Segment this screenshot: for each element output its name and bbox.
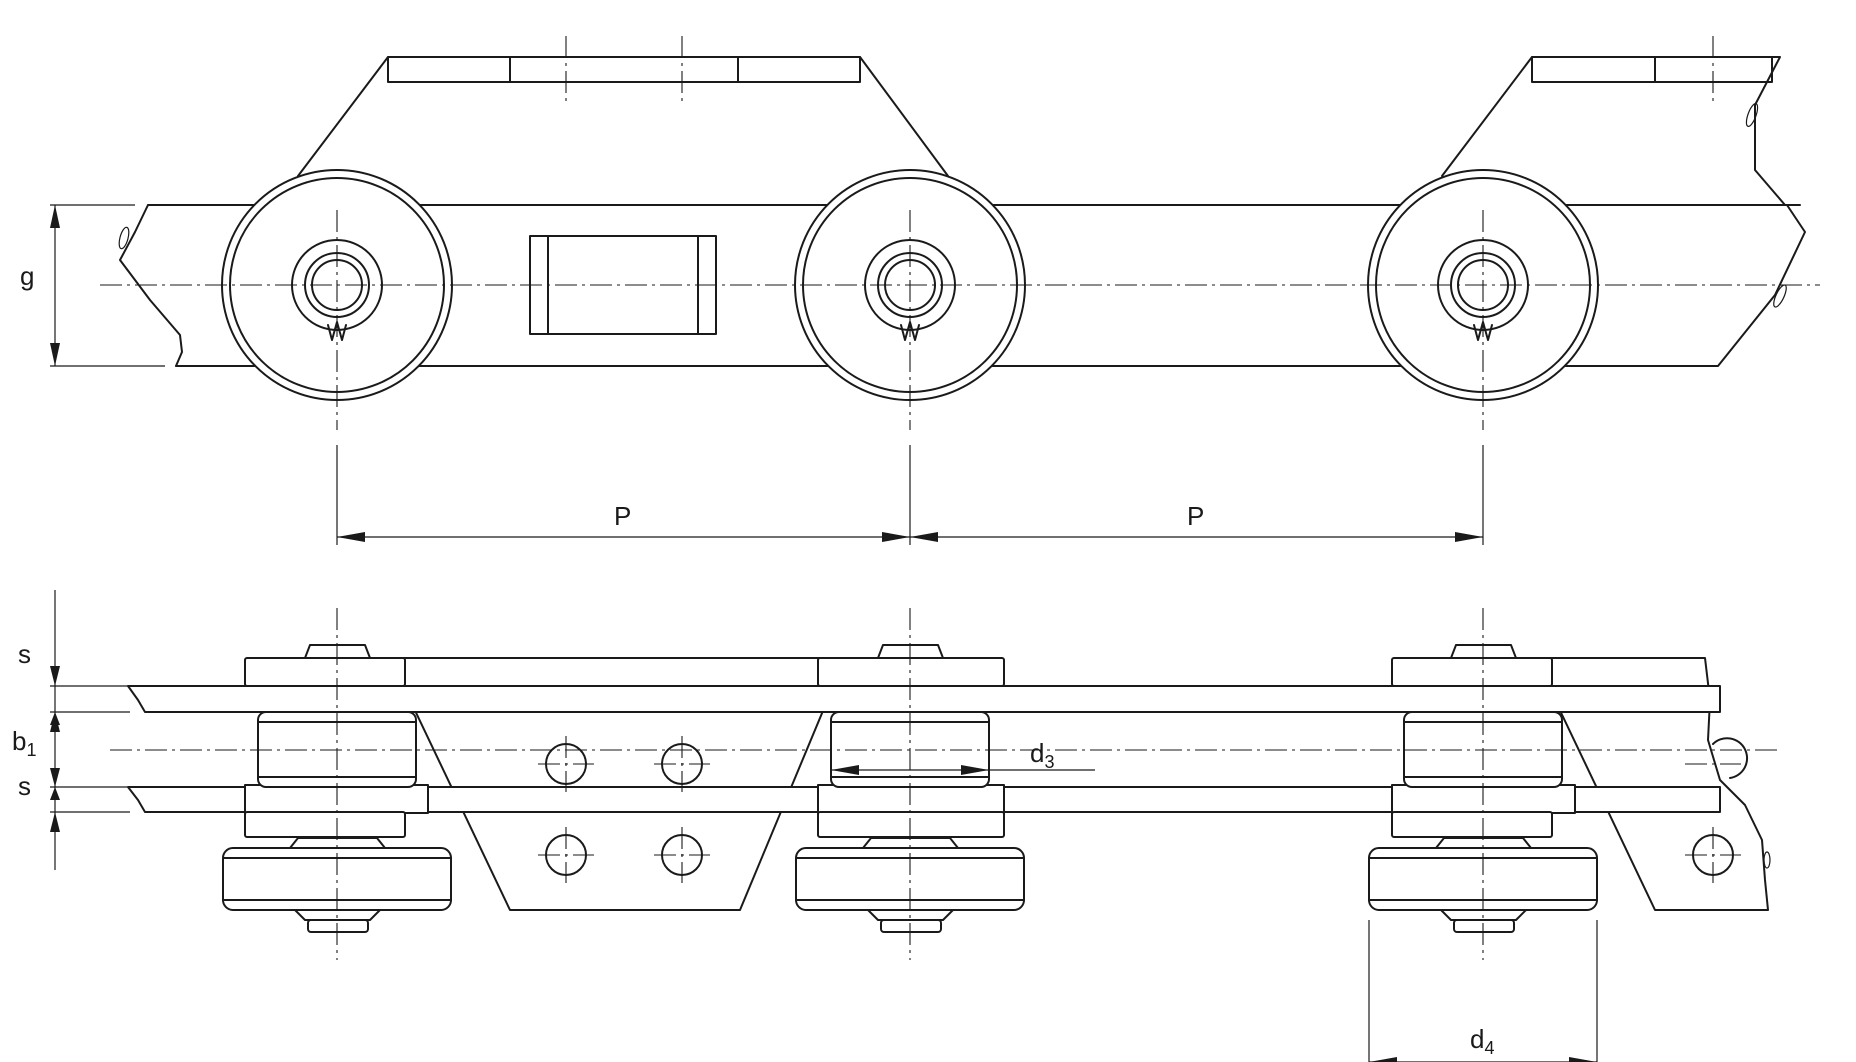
attachment-plate-left [297,56,949,177]
pin-flanges-lower [244,811,1553,838]
dimension-d4: d4 [1368,920,1598,1062]
side-view-centerlines [100,36,1820,430]
top-view: s b1 s d3 d4 [12,590,1780,1062]
label-pitch-right: P [1187,501,1204,531]
label-s-top: s [18,639,31,669]
side-view: g P P [20,36,1820,545]
dimension-s-b1-s: s b1 s [12,590,130,870]
dimension-g: g [20,204,165,367]
label-pitch-left: P [614,501,631,531]
label-s-bottom: s [18,771,31,801]
label-d3: d3 [1030,738,1054,772]
label-b1: b1 [12,726,36,760]
attachment-left-top-view [389,657,846,911]
label-g: g [20,261,34,291]
top-view-centerlines [110,608,1780,960]
dimension-d3: d3 [831,738,1095,775]
label-d4: d4 [1470,1024,1494,1058]
dimension-pitch: P P [336,445,1484,545]
